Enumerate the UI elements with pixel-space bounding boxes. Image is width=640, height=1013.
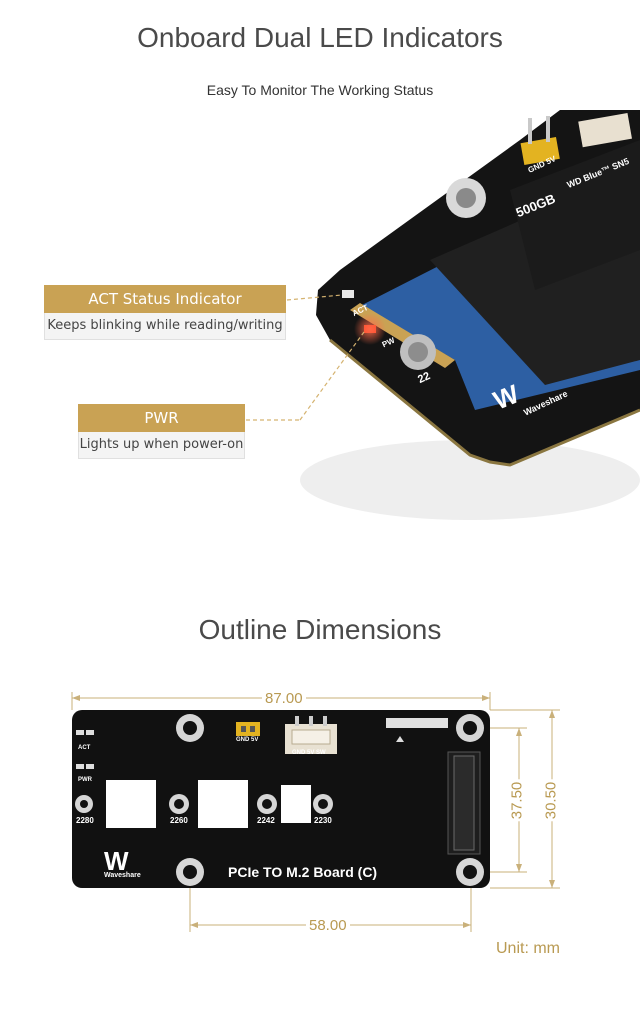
act-leader-line bbox=[286, 294, 343, 301]
board-size-2280: 2280 bbox=[76, 816, 94, 825]
callout-pwr-heading: PWR bbox=[78, 404, 245, 432]
board-cutout bbox=[281, 785, 311, 823]
section-title-dimensions: Outline Dimensions bbox=[198, 614, 442, 645]
pwr-led bbox=[76, 764, 84, 769]
waveshare-logo: W bbox=[104, 846, 129, 876]
power-header bbox=[236, 722, 260, 736]
led-product-photo: W bbox=[246, 110, 640, 520]
ssd-label bbox=[510, 140, 640, 290]
board-size-2230: 2230 bbox=[314, 816, 332, 825]
board-size-2260: 2260 bbox=[170, 816, 188, 825]
callout-pwr: PWR Lights up when power-on bbox=[78, 404, 245, 459]
callout-pwr-desc: Lights up when power-on bbox=[78, 432, 245, 459]
unit-label: Unit: mm bbox=[496, 940, 560, 957]
section-subtitle-led: Easy To Monitor The Working Status bbox=[206, 82, 434, 98]
photo-shadow bbox=[300, 440, 640, 520]
callout-act-heading: ACT Status Indicator bbox=[44, 285, 286, 313]
dim-inner-height-label: 37.50 bbox=[508, 779, 526, 822]
board-size-2242: 2242 bbox=[257, 816, 275, 825]
board-brand: Waveshare bbox=[104, 872, 141, 879]
board-name: PCIe TO M.2 Board (C) bbox=[228, 864, 378, 880]
board-gnd5v: GND 5V bbox=[236, 737, 259, 743]
power-header bbox=[520, 137, 560, 165]
act-led bbox=[342, 290, 354, 298]
board-cutout bbox=[198, 780, 248, 828]
callout-act: ACT Status Indicator Keeps blinking whil… bbox=[44, 285, 286, 340]
act-led bbox=[76, 730, 84, 735]
fpc-connector bbox=[386, 718, 448, 728]
dimension-drawing: W bbox=[71, 692, 560, 932]
dim-width-label: 87.00 bbox=[262, 690, 306, 707]
board-cutout bbox=[106, 780, 156, 828]
board-pwr: PWR bbox=[78, 777, 92, 783]
dim-inner-width-label: 58.00 bbox=[306, 917, 350, 934]
board-act: ACT bbox=[78, 745, 91, 751]
board-gnd5vsw: GND 5V SW bbox=[292, 750, 326, 756]
dim-height-label: 30.50 bbox=[542, 779, 560, 822]
callout-act-desc: Keeps blinking while reading/writing bbox=[44, 313, 286, 340]
section-title-led: Onboard Dual LED Indicators bbox=[137, 22, 503, 53]
jst-connector bbox=[578, 112, 632, 148]
